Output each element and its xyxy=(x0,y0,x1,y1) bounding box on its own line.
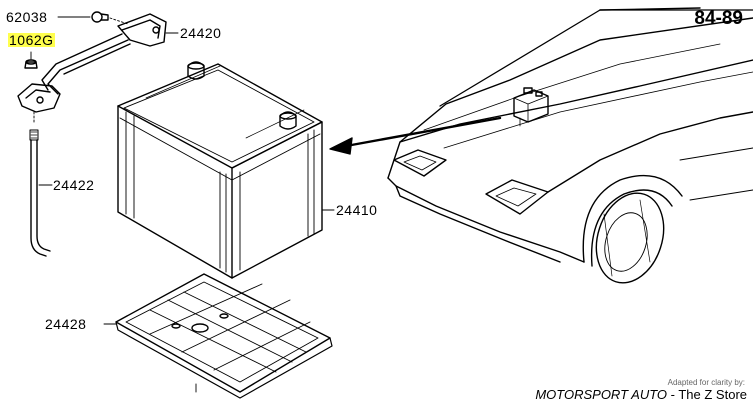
location-arrow xyxy=(329,116,502,155)
nut-drawing xyxy=(24,51,38,69)
label-nut: 1062G xyxy=(8,32,55,48)
label-clamp-bolt: 62038 xyxy=(6,9,48,25)
hold-down-rod-drawing xyxy=(17,83,61,257)
label-battery: 24410 xyxy=(336,202,378,218)
label-battery-tray: 24428 xyxy=(45,316,87,332)
battery-tray-drawing xyxy=(103,273,333,399)
credit-separator: - xyxy=(667,387,679,402)
year-range-title: 84-89 xyxy=(694,8,743,29)
car-front-drawing xyxy=(387,7,753,284)
credit-line: MOTORSPORT AUTO - The Z Store xyxy=(535,387,747,402)
battery-drawing xyxy=(117,61,335,279)
label-hold-down-rod: 24422 xyxy=(53,177,95,193)
clamp-bolt-drawing xyxy=(57,11,129,25)
credit-store: The Z Store xyxy=(678,387,747,402)
credit-brand: MOTORSPORT AUTO xyxy=(535,387,668,402)
label-bracket: 24420 xyxy=(180,25,222,41)
credit-adapted-text: Adapted for clarity by: xyxy=(667,378,745,387)
bracket-drawing xyxy=(41,13,179,95)
